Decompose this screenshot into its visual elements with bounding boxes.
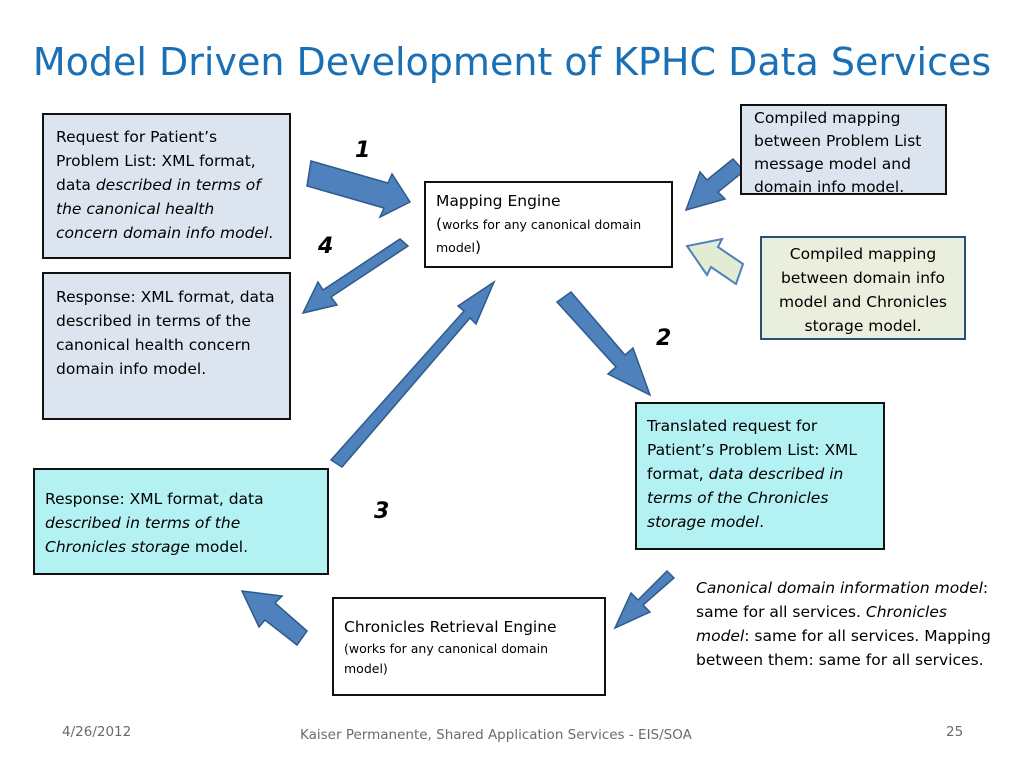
step-number-2: 2 <box>656 326 672 351</box>
arrow-to-chronicles-response <box>240 590 309 647</box>
response-chronicles-tail: model. <box>189 538 249 556</box>
arrow-to-retrieval <box>613 569 676 630</box>
request-patient-tail: . <box>268 224 274 242</box>
response-chronicles-text: Response: XML format, data <box>45 490 264 508</box>
model-note: Canonical domain information model: same… <box>696 576 996 672</box>
translated-request-text: Translated request for Patient’s Problem… <box>647 417 858 483</box>
request-patient-text: Request for Patient’s Problem List: XML … <box>56 128 256 194</box>
retrieval-engine-box: Chronicles Retrieval Engine (works for a… <box>332 597 606 696</box>
response-canonical-box: Response: XML format, data described in … <box>42 272 291 420</box>
compiled-chronicles-text: Compiled mapping between domain info mod… <box>778 245 947 335</box>
footer-page-number: 25 <box>946 724 964 740</box>
response-canonical-text: Response: XML format, data described in … <box>56 288 275 378</box>
footer-date: 4/26/2012 <box>62 724 132 740</box>
retrieval-engine-title: Chronicles Retrieval Engine <box>344 618 557 636</box>
mapping-engine-box: Mapping Engine (works for any canonical … <box>424 181 673 268</box>
retrieval-engine-sub: (works for any canonical domain model) <box>344 641 549 676</box>
step-number-4: 4 <box>318 234 334 259</box>
mapping-engine-paren-close: ) <box>474 238 481 256</box>
arrow-compiled-problem-list <box>684 157 746 212</box>
note-text-1: : same for all services. <box>696 579 989 621</box>
compiled-chronicles-box: Compiled mapping between domain info mod… <box>760 236 966 340</box>
arrow-step-1 <box>306 160 412 219</box>
footer-center: Kaiser Permanente, Shared Application Se… <box>300 727 692 743</box>
mapping-engine-sub: works for any canonical domain model <box>436 217 642 255</box>
note-text-2: : same for all services. Mapping between… <box>696 627 991 669</box>
arrow-step-2 <box>555 290 652 397</box>
step-number-1: 1 <box>355 138 371 163</box>
slide-title: Model Driven Development of KPHC Data Se… <box>32 40 992 84</box>
compiled-problem-list-box: Compiled mapping between Problem List me… <box>740 104 947 196</box>
translated-request-tail: . <box>759 513 765 531</box>
note-italic-1: Canonical domain information model <box>696 579 983 597</box>
arrow-step-4 <box>301 238 410 315</box>
arrow-step-3 <box>329 279 496 468</box>
response-chronicles-box: Response: XML format, data described in … <box>33 468 329 575</box>
translated-request-italic: data described in terms of the Chronicle… <box>647 465 844 531</box>
response-chronicles-italic: described in terms of the Chronicles sto… <box>45 514 241 556</box>
step-number-3: 3 <box>374 499 390 524</box>
compiled-problem-list-text: Compiled mapping between Problem List me… <box>754 109 922 196</box>
request-patient-box: Request for Patient’s Problem List: XML … <box>42 113 291 259</box>
request-patient-italic: described in terms of the canonical heal… <box>56 176 269 242</box>
mapping-engine-title: Mapping Engine <box>436 192 561 210</box>
translated-request-box: Translated request for Patient’s Problem… <box>635 402 885 550</box>
note-italic-2: Chronicles model <box>696 603 947 645</box>
arrow-compiled-chronicles <box>685 237 745 286</box>
mapping-engine-paren-open: ( <box>436 215 443 233</box>
